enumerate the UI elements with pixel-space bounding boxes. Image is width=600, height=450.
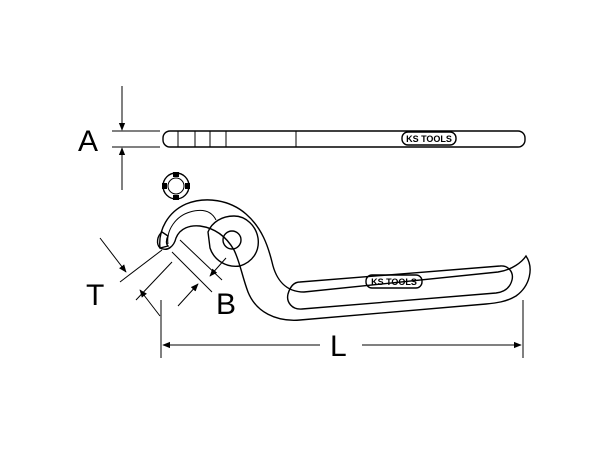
handle-grip-inset xyxy=(286,265,514,310)
dimension-t-extension-line xyxy=(135,261,173,301)
dimension-a-label: A xyxy=(78,125,98,158)
side-view-logo-text: KS TOOLS xyxy=(406,134,452,144)
adjustable-jaw xyxy=(207,215,259,267)
hook-inner-contour xyxy=(167,209,217,245)
end-view-inner-circle xyxy=(167,177,185,195)
side-view: KS TOOLS xyxy=(162,130,526,148)
dimension-b-arrow xyxy=(177,283,199,307)
side-view-logo: KS TOOLS xyxy=(401,131,457,146)
side-view-body xyxy=(162,130,526,148)
dimension-b-label: B xyxy=(216,288,236,321)
dimension-t-extension-line xyxy=(119,249,163,283)
jaw-pivot xyxy=(222,230,242,250)
dimension-b-extension-line xyxy=(179,239,223,281)
hook-pin xyxy=(156,231,170,249)
dimension-t: T xyxy=(86,237,173,317)
dimension-l-label: L xyxy=(330,330,347,363)
dimension-b-extension-line xyxy=(171,251,213,293)
dimension-t-arrow xyxy=(99,237,127,273)
front-view-logo-text: KS TOOLS xyxy=(371,277,417,287)
dimension-b-arrow xyxy=(209,257,227,277)
end-view xyxy=(162,172,190,200)
dimension-t-label: T xyxy=(86,279,104,312)
front-view-logo: KS TOOLS xyxy=(365,274,423,289)
dimension-a: A xyxy=(78,86,160,190)
spanner-outline xyxy=(159,199,531,321)
front-view: KS TOOLS xyxy=(156,199,531,321)
dimension-b: B xyxy=(171,239,236,321)
dimension-l: L xyxy=(160,300,524,363)
dimension-t-arrow xyxy=(139,289,161,317)
